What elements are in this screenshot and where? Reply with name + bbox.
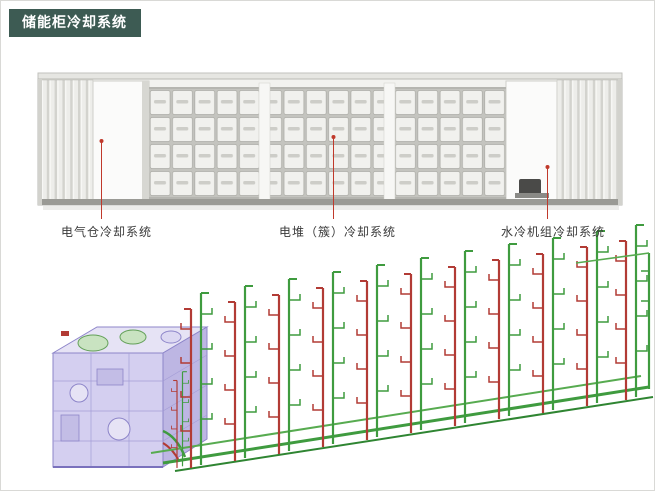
corner-post-left <box>38 79 42 205</box>
page-title: 储能柜冷却系统 <box>22 15 127 31</box>
riser-pipe-pair <box>443 249 478 428</box>
header-banner: 储能柜冷却系统 <box>9 9 141 37</box>
label-electrical-cooling: 电气仓冷却系统 <box>61 225 153 239</box>
control-box-icon <box>96 368 124 386</box>
container-bottom-rail <box>38 199 622 205</box>
fan-icon <box>119 329 147 345</box>
riser-pipe-pair <box>355 263 390 442</box>
chiller-unit-base <box>515 193 549 198</box>
piping-diagram <box>51 223 654 472</box>
chiller-unit-small <box>519 179 541 195</box>
leader-lines <box>99 135 550 219</box>
tank-icon <box>60 414 80 442</box>
storage-container-illustration <box>37 72 623 210</box>
corrugated-panel-right <box>556 79 622 205</box>
battery-module-grid <box>149 89 506 197</box>
manifold-pipe-upper <box>150 375 642 454</box>
label-chiller-cooling: 水冷机组冷却系统 <box>501 225 606 239</box>
label-stack-cooling: 电堆（簇）冷却系统 <box>279 225 397 239</box>
end-riser-branches <box>641 270 649 302</box>
container-shadow <box>43 206 619 210</box>
corrugated-panel-left <box>38 79 94 205</box>
valve-icon <box>61 331 69 336</box>
rack-divider-1 <box>258 82 271 204</box>
riser-pipe-pair <box>531 236 566 415</box>
chiller-skid-unit <box>51 326 209 468</box>
pump-icon <box>69 383 89 403</box>
riser-pipe-pair <box>267 277 302 456</box>
top-header-pipe <box>575 252 650 264</box>
riser-pipe-pair <box>614 223 649 402</box>
riser-pipe-pair <box>487 242 522 421</box>
supply-pipe-outlet <box>162 429 187 458</box>
riser-pipe-pair <box>399 256 434 435</box>
fan-icon <box>77 334 109 352</box>
riser-pipe-pair <box>575 229 610 408</box>
rack-divider-2 <box>383 82 396 204</box>
riser-pipe-pair <box>223 284 258 463</box>
fan-icon <box>160 330 182 344</box>
manifold-pipe-lower <box>174 396 654 472</box>
panel-shadow-edge <box>142 81 149 203</box>
corner-post-right <box>618 79 622 205</box>
pump-icon <box>107 417 131 441</box>
riser-pipe-pair <box>311 270 346 449</box>
